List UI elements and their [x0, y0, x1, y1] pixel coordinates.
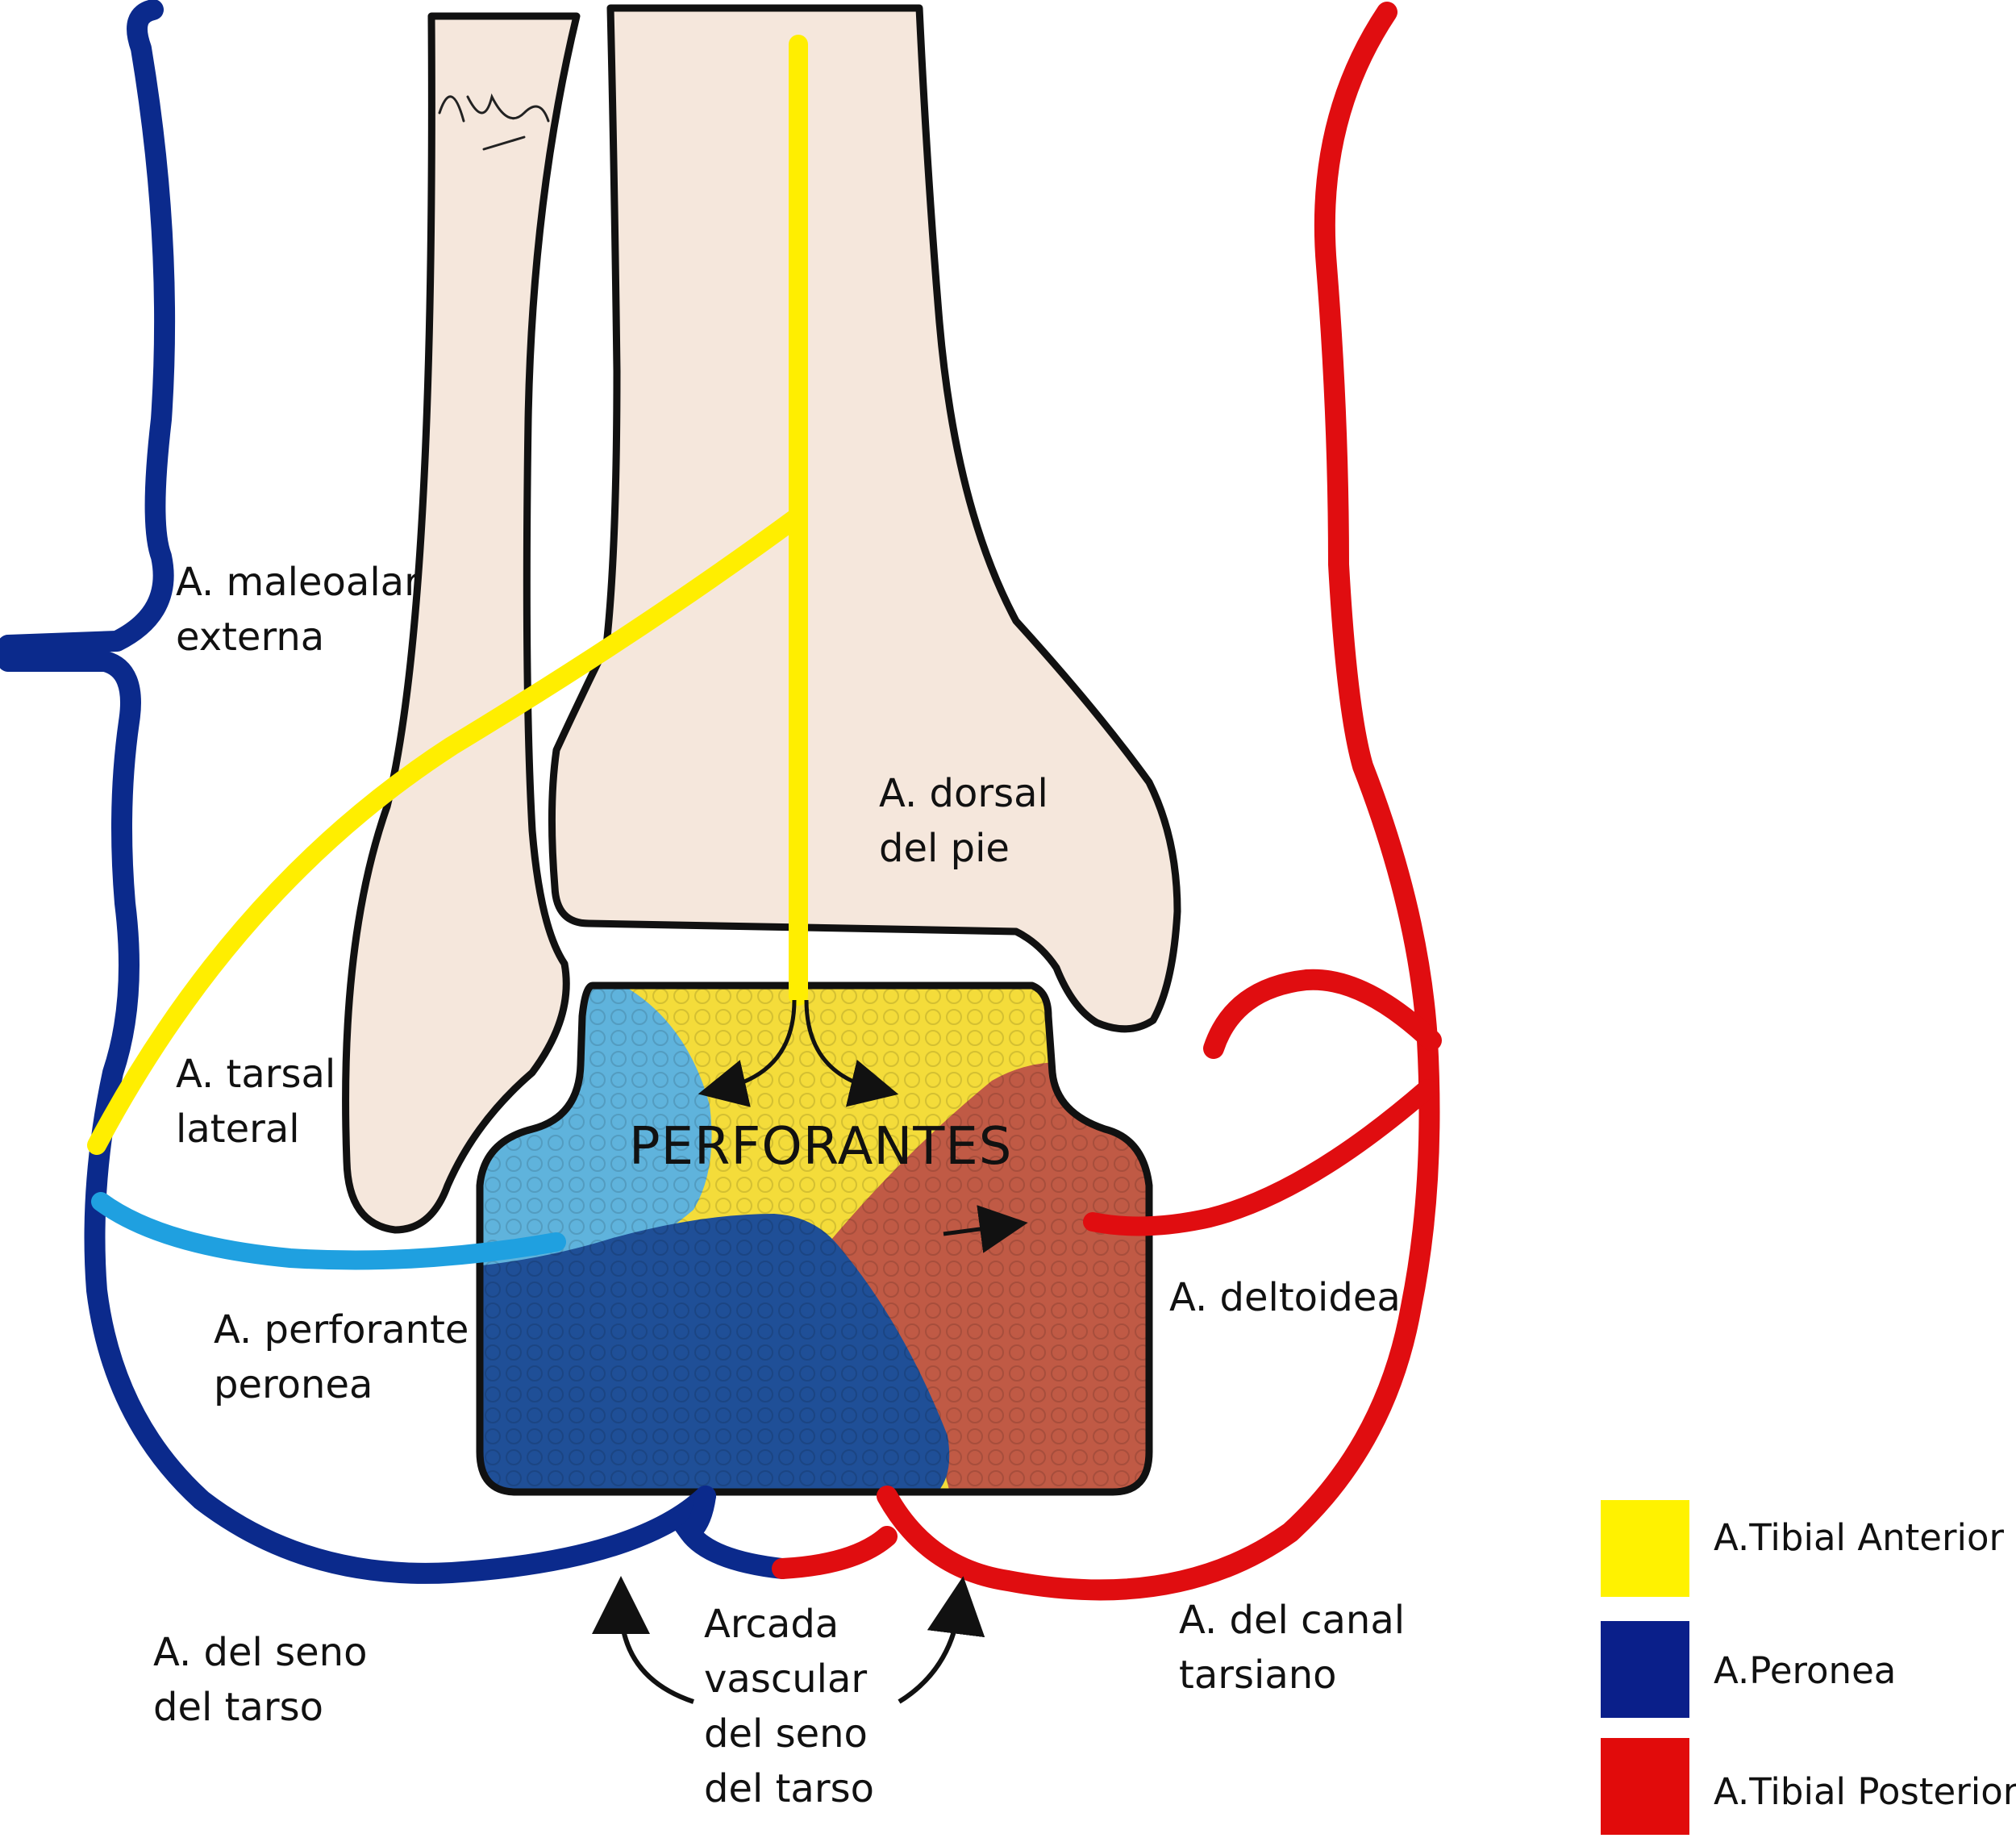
sinus-tarsi-arcade-tibial — [772, 1526, 898, 1579]
perforantes-label: PERFORANTES — [629, 1117, 1013, 1177]
peroneal-artery — [0, 0, 716, 1584]
label-dorsal-pie: A. dorsal del pie — [879, 771, 1048, 871]
arcade-arrow-right — [898, 1576, 985, 1704]
perforating-peroneal-artery — [91, 1192, 566, 1270]
medial-tibial-branch — [1203, 969, 1442, 1059]
label-deltoidea: A. deltoidea — [1169, 1275, 1401, 1320]
legend-swatch-tibial-anterior — [1601, 1500, 1689, 1597]
arcade-arrow-left — [592, 1576, 694, 1704]
deltoid-artery — [1083, 1079, 1437, 1236]
label-maleolar-externa: A. maleoalar externa — [176, 560, 420, 660]
legend-swatch-peronea — [1601, 1621, 1689, 1718]
label-seno-tarso: A. del seno del tarso — [153, 1630, 368, 1730]
legend-label-peronea: A.Peronea — [1714, 1649, 1897, 1692]
artist-signature — [438, 93, 550, 151]
tibia-bone — [548, 4, 1181, 1033]
talus-block — [476, 982, 1153, 1496]
deltoid-arrow — [943, 1205, 1028, 1253]
lateral-tarsal-artery — [87, 506, 808, 1155]
label-perforante-peronea: A. perforante peronea — [214, 1307, 469, 1407]
perforating-arrow-right — [804, 999, 899, 1107]
label-arcada-vascular: Arcada vascular del seno del tarso — [704, 1602, 874, 1811]
legend-label-tibial-anterior: A.Tibial Anterior — [1714, 1516, 2005, 1559]
legend-label-tibial-posterior: A.Tibial Posterior — [1714, 1770, 2016, 1813]
label-canal-tarsiano: A. del canal tarsiano — [1179, 1598, 1406, 1698]
label-tarsal-lateral: A. tarsal lateral — [176, 1052, 336, 1152]
legend-swatch-tibial-posterior — [1601, 1738, 1689, 1835]
sinus-tarsi-arcade-peroneal — [674, 1486, 793, 1579]
perforating-arrow-left — [698, 999, 797, 1107]
fibula-bone — [342, 12, 581, 1234]
